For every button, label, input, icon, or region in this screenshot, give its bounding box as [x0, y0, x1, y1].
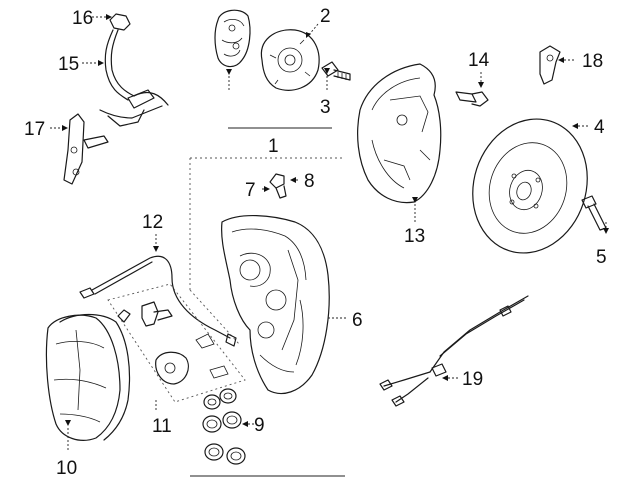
callout-13: 13 — [404, 226, 425, 247]
callout-3: 3 — [320, 97, 331, 118]
brake-hose-assembly[interactable] — [63, 13, 169, 185]
bleeder-screw[interactable] — [269, 173, 287, 199]
wear-sensor-wire[interactable] — [379, 295, 529, 407]
brake-rotor[interactable] — [456, 104, 605, 268]
callout-15: 15 — [58, 54, 79, 75]
callout-17: 17 — [24, 119, 45, 140]
callout-labels: 16 15 17 2 3 1 14 18 4 5 13 7 8 6 12 11 … — [24, 6, 607, 479]
callout-7: 7 — [245, 180, 256, 201]
clip-part-18[interactable] — [539, 45, 561, 85]
callout-12: 12 — [142, 212, 163, 233]
caliper-seal-kit[interactable] — [202, 388, 246, 465]
bolt-part-3[interactable] — [321, 61, 351, 81]
callout-10: 10 — [56, 458, 77, 479]
splash-shield-13[interactable] — [357, 63, 442, 204]
splash-shield-small[interactable] — [260, 29, 320, 91]
callout-16: 16 — [72, 8, 93, 29]
bolt-part-14[interactable] — [455, 91, 489, 107]
callout-2: 2 — [320, 6, 331, 27]
brake-pads[interactable] — [45, 313, 131, 441]
callout-4: 4 — [594, 117, 605, 138]
caliper-group-bracket — [189, 157, 345, 346]
callout-9: 9 — [254, 415, 265, 436]
callout-leaders — [50, 14, 609, 452]
callout-6: 6 — [352, 310, 363, 331]
bolt-part-5[interactable] — [581, 195, 607, 231]
brake-caliper[interactable] — [221, 214, 330, 395]
callout-19: 19 — [462, 369, 483, 390]
callout-18: 18 — [582, 51, 603, 72]
callout-11: 11 — [152, 416, 172, 437]
callout-8: 8 — [304, 171, 315, 192]
brake-pad-kit-upper[interactable] — [214, 9, 251, 68]
callout-14: 14 — [468, 50, 490, 71]
callout-5: 5 — [596, 247, 607, 268]
pad-hardware-kit[interactable] — [107, 283, 246, 403]
pad-wear-sensor[interactable] — [79, 255, 237, 347]
callout-1: 1 — [268, 136, 279, 157]
